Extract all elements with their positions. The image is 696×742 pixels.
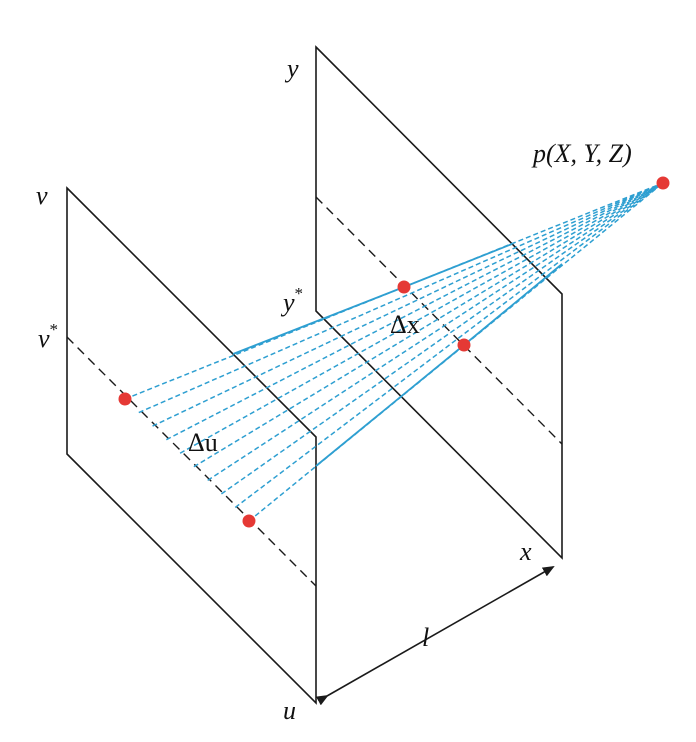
label-v-star: v* [38, 320, 58, 353]
label-y-star-sup: * [295, 284, 304, 303]
point-p [656, 176, 670, 190]
ray [221, 182, 664, 495]
boundary-ray-solid [315, 344, 465, 467]
ray [234, 182, 664, 509]
label-y-axis: y [284, 54, 299, 83]
boundary-ray-solid [403, 243, 513, 288]
label-v-star-sup: * [50, 320, 59, 339]
boundary-ray-solid [232, 286, 405, 355]
label-y-star: y* [280, 284, 303, 317]
ray [165, 182, 664, 441]
label-delta-x: Δx [390, 310, 420, 339]
point-u-start [118, 392, 132, 406]
boundary-ray-solid [463, 263, 563, 346]
ray [207, 182, 664, 481]
label-delta-u: Δu [188, 428, 218, 457]
label-point-p: p(X, Y, Z) [531, 139, 632, 168]
y-star-line [315, 196, 563, 445]
label-y-star-base: y [280, 288, 295, 317]
point-x-start [397, 280, 411, 294]
label-baseline: l [422, 623, 429, 652]
ray [193, 182, 664, 468]
label-v-star-base: v [38, 324, 50, 353]
label-x-axis: x [519, 537, 532, 566]
v-star-line [66, 336, 317, 587]
sample-points [118, 176, 670, 528]
point-x-end [457, 338, 471, 352]
back-plane-xy [315, 45, 563, 560]
point-u-end [242, 514, 256, 528]
label-u-axis: u [283, 696, 296, 725]
ray [138, 182, 664, 414]
ray-bundle [124, 182, 664, 522]
ray [152, 182, 664, 427]
label-v-axis: v [36, 181, 48, 210]
baseline-arrow [315, 566, 555, 706]
ray [179, 182, 664, 454]
